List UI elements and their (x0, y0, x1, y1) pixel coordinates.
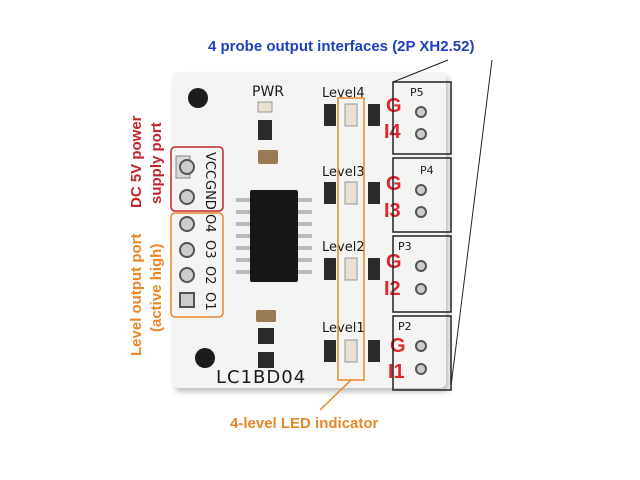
probe-port-p3: P3 (392, 235, 452, 313)
level-label: Level2 (322, 240, 365, 255)
level-output-callout-line2: (active high) (148, 244, 165, 332)
dc-power-callout-line2: supply port (148, 122, 165, 204)
level-label: Level3 (322, 165, 365, 180)
board-model: LC1BD04 (216, 367, 306, 388)
probe-interfaces-callout: 4 probe output interfaces (2P XH2.52) (208, 38, 474, 55)
pin-label-gnd: GND (202, 180, 217, 210)
capacitor (256, 310, 276, 322)
led-indicator-pointer (319, 379, 352, 411)
probe-mark-g: G (386, 251, 402, 273)
probe-mark-g: G (386, 173, 402, 195)
left-header-pins (175, 155, 195, 308)
resistor (258, 328, 274, 344)
probe-callout-leader (392, 59, 449, 83)
pcb-board (172, 72, 446, 388)
mounting-hole (195, 348, 215, 368)
level-label: Level1 (322, 321, 365, 336)
ic-chip (236, 190, 312, 282)
pin-label-o1: O1 (202, 292, 217, 311)
pin-label-o4: O4 (202, 214, 217, 233)
probe-marks: G I4 G I3 G I2 G I1 (384, 95, 406, 383)
pin-label-vcc: VCC (202, 152, 217, 179)
probe-mark-g: G (390, 335, 406, 357)
pwr-led (257, 101, 273, 113)
svg-text:P3: P3 (398, 240, 412, 253)
output-port-box (170, 212, 224, 318)
probe-port-p4: P4 (392, 157, 452, 233)
probe-callout-leader (450, 59, 493, 387)
led-indicator-callout: 4-level LED indicator (230, 415, 379, 432)
pwr-label: PWR (252, 84, 284, 100)
level-row-1: Level1 (322, 321, 380, 363)
probe-mark-g: G (386, 95, 402, 117)
pin-label-o3: O3 (202, 240, 217, 259)
probe-port-p2: P2 (392, 315, 452, 391)
mounting-hole (188, 88, 208, 108)
svg-text:P5: P5 (410, 86, 424, 99)
level-row-2: Level2 (322, 240, 380, 281)
dc-power-callout-line1: DC 5V power (128, 115, 145, 208)
capacitor (258, 150, 278, 164)
pin-label-o2: O2 (202, 266, 217, 285)
probe-port-p5: P5 (392, 81, 452, 155)
level-row-3: Level3 (322, 165, 380, 205)
resistor (258, 352, 274, 368)
svg-text:P4: P4 (420, 164, 434, 177)
level-output-callout-line1: Level output port (128, 234, 145, 357)
power-port-box (170, 146, 224, 212)
resistor (258, 120, 272, 140)
probe-mark-i: I1 (388, 361, 405, 383)
svg-text:P2: P2 (398, 320, 412, 333)
pin-labels: VCC GND O4 O3 O2 O1 (202, 152, 217, 311)
